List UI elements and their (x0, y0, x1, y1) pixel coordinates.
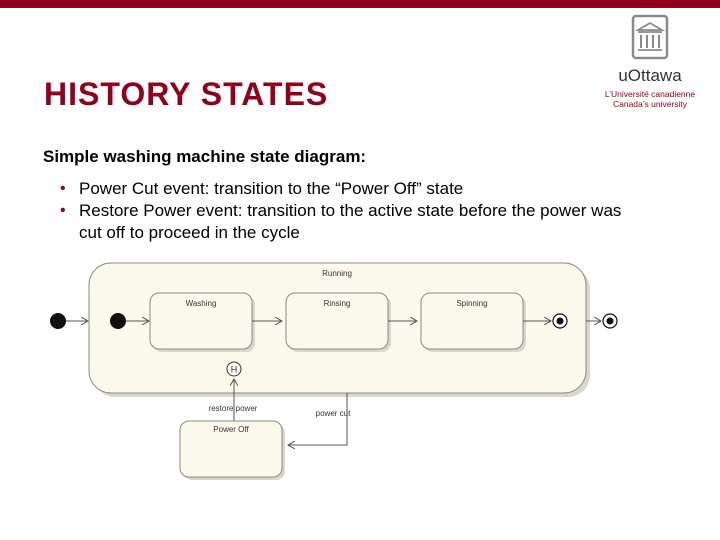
university-building-icon (631, 14, 669, 60)
spinning-state: Spinning (420, 292, 526, 352)
outer-final-state (602, 313, 618, 329)
restore-power-label: restore power (209, 404, 258, 413)
bullet-item: Power Cut event: transition to the “Powe… (60, 178, 640, 200)
logo-tagline-english: Canada’s university (612, 99, 688, 109)
top-accent-bar (0, 0, 720, 8)
running-state-label: Running (322, 269, 352, 278)
logo-wordmark: uOttawa (618, 66, 682, 85)
outer-initial-state (50, 313, 66, 329)
power-off-state: Power Off (179, 420, 285, 480)
logo-tagline-french: L’Université canadienne (604, 89, 696, 99)
spinning-state-label: Spinning (456, 299, 487, 308)
washing-state-label: Washing (186, 299, 217, 308)
university-logo: uOttawa L’Université canadienne Canada’s… (600, 14, 700, 110)
history-state: H (226, 361, 242, 377)
bullet-list: Power Cut event: transition to the “Powe… (60, 178, 640, 244)
rinsing-state-label: Rinsing (324, 299, 351, 308)
power-cut-label: power cut (316, 409, 351, 418)
bullet-item: Restore Power event: transition to the a… (60, 200, 640, 244)
state-diagram: Running Washing Rinsing Spinning H (50, 262, 618, 480)
inner-final-state (552, 313, 568, 329)
slide-subtitle: Simple washing machine state diagram: (43, 147, 367, 166)
slide-title: HISTORY STATES (44, 76, 329, 112)
inner-initial-state (110, 313, 126, 329)
rinsing-state: Rinsing (285, 292, 391, 352)
power-off-state-label: Power Off (213, 425, 249, 434)
power-cut-transition (288, 393, 348, 445)
history-state-label: H (231, 365, 238, 375)
washing-state: Washing (149, 292, 255, 352)
